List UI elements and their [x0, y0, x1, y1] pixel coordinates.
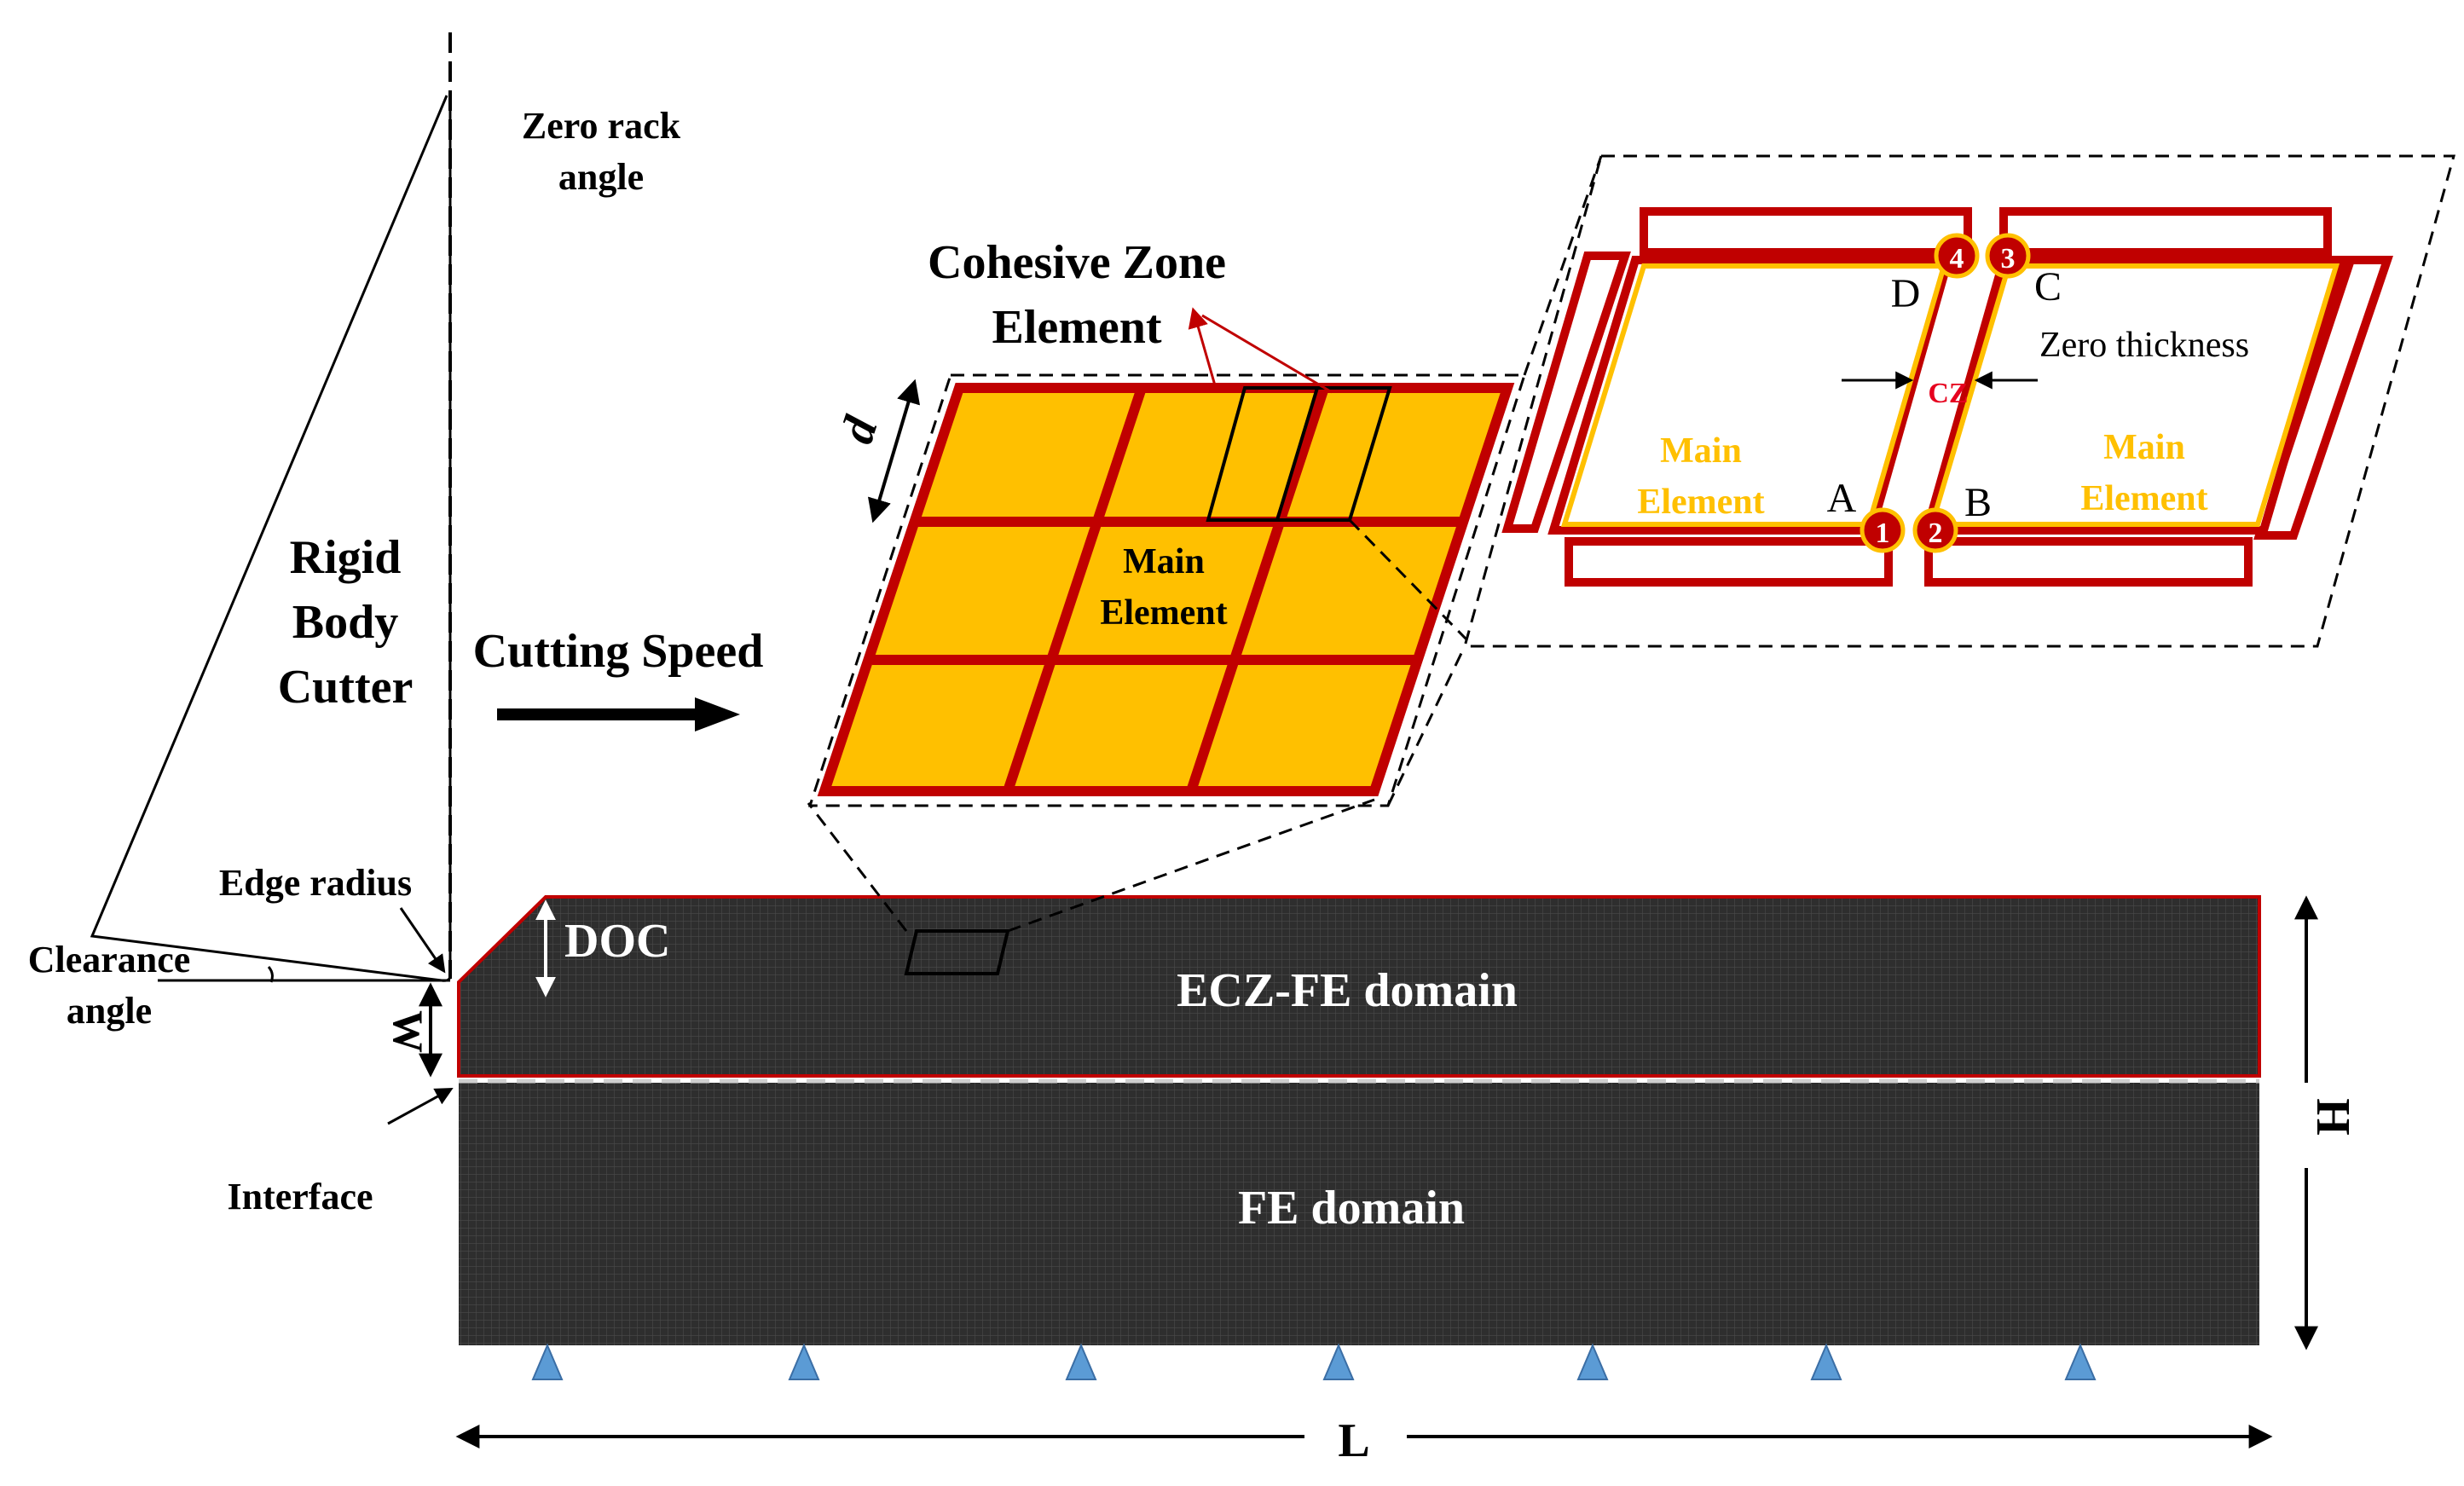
czm-pointer-2 [1201, 314, 1333, 394]
zoom-projection-line-left [807, 802, 908, 932]
support-triangle [2064, 1343, 2097, 1380]
corner-c-label: C [2034, 264, 2062, 309]
rake-angle-line1: Zero rack [522, 105, 681, 147]
cohesive-zone-divider [1275, 387, 1319, 521]
czm-pointer-1 [1188, 307, 1217, 386]
ecz-domain-label: ECZ-FE domain [1177, 964, 1518, 1017]
detail-left-main-line1: Main [1660, 431, 1742, 471]
clearance-angle-line2: angle [67, 990, 152, 1032]
corner-b-label: B [1964, 480, 1992, 525]
detail-right-main-line2: Element [2080, 479, 2207, 518]
interface-label: Interface [227, 1176, 373, 1217]
detail-zoom-boundary [1463, 154, 2455, 648]
w-label: W [385, 1010, 432, 1053]
h-label: H [2306, 1098, 2359, 1136]
czm-grid-line-v2 [1186, 386, 1329, 793]
supports [531, 1343, 2097, 1380]
czm-grid-line-v1 [1003, 386, 1147, 793]
interface-pointer [387, 1087, 454, 1125]
rake-angle-line2: angle [558, 156, 644, 198]
neighbor-top-right [1999, 207, 2332, 257]
doc-label: DOC [564, 915, 670, 968]
support-triangle [1065, 1343, 1097, 1380]
edge-radius-label: Edge radius [219, 862, 412, 904]
corner-d-label: D [1891, 271, 1921, 316]
node-1-label: 1 [1876, 517, 1890, 549]
czm-title-line1: Cohesive Zone [928, 236, 1226, 289]
support-triangle [531, 1343, 564, 1380]
support-triangle [1576, 1343, 1609, 1380]
rigid-body-cutter: Rigid Body Cutter Zero rack angle Edge r… [28, 32, 681, 1032]
grid-main-element-line1: Main [1123, 542, 1205, 581]
node-2-label: 2 [1929, 517, 1943, 549]
fe-domain-label: FE domain [1238, 1182, 1465, 1234]
detail-zoom: CZ Zero thickness D C A B Main Element M… [1386, 154, 2455, 807]
cutter-title-line3: Cutter [278, 661, 414, 714]
support-triangle [1810, 1343, 1842, 1380]
node-3: 3 [1985, 233, 2031, 279]
czm-title-line2: Element [992, 301, 1161, 354]
neighbor-bottom-left [1565, 537, 1893, 587]
d-label: d [830, 410, 888, 450]
node-1: 1 [1860, 507, 1906, 553]
support-triangle [1322, 1343, 1355, 1380]
detail-link-line-bottom [1386, 645, 1466, 807]
workpiece: DOC ECZ-FE domain FE domain [457, 895, 2261, 1380]
node-4-label: 4 [1950, 243, 1964, 275]
l-label: L [1338, 1414, 1369, 1467]
detail-link-line-top [1523, 155, 1603, 376]
node-4: 4 [1934, 233, 1980, 279]
fe-domain [459, 1083, 2259, 1345]
clearance-angle-arc [267, 966, 274, 983]
detail-left-main-line2: Element [1637, 483, 1764, 522]
cutting-speed-arrowhead [695, 697, 740, 731]
detail-main-element-right [1921, 256, 2349, 535]
detail-right-main-line1: Main [2103, 428, 2185, 467]
node-3-label: 3 [2001, 243, 2016, 275]
node-2: 2 [1912, 507, 1958, 553]
dimensions: H L W Interface [227, 895, 2359, 1467]
neighbor-bottom-right [1924, 537, 2253, 587]
grid-main-element-line2: Element [1100, 593, 1227, 633]
cutting-speed-label: Cutting Speed [473, 625, 764, 678]
selected-element-outline [904, 929, 1010, 975]
cutter-title-line2: Body [292, 596, 399, 649]
detail-main-element-right-inner [1928, 263, 2340, 527]
cutting-speed: Cutting Speed [473, 625, 764, 731]
d-arrow [867, 379, 921, 523]
corner-a-label: A [1827, 476, 1857, 521]
support-triangle [788, 1343, 820, 1380]
edge-radius-pointer [399, 907, 446, 974]
zero-thickness-label: Zero thickness [2039, 326, 2249, 365]
cz-label: CZ [1928, 378, 1968, 409]
mesh-zoom: d Cohesive Zone Element Main Element [807, 236, 1527, 933]
detail-projection-line [1348, 518, 1468, 641]
ecz-fe-domain [457, 895, 2261, 1078]
neighbor-left-side [1501, 252, 1631, 533]
neighbor-top-left [1640, 207, 1972, 257]
clearance-angle-line1: Clearance [28, 939, 191, 980]
cutter-title-line1: Rigid [290, 531, 402, 584]
